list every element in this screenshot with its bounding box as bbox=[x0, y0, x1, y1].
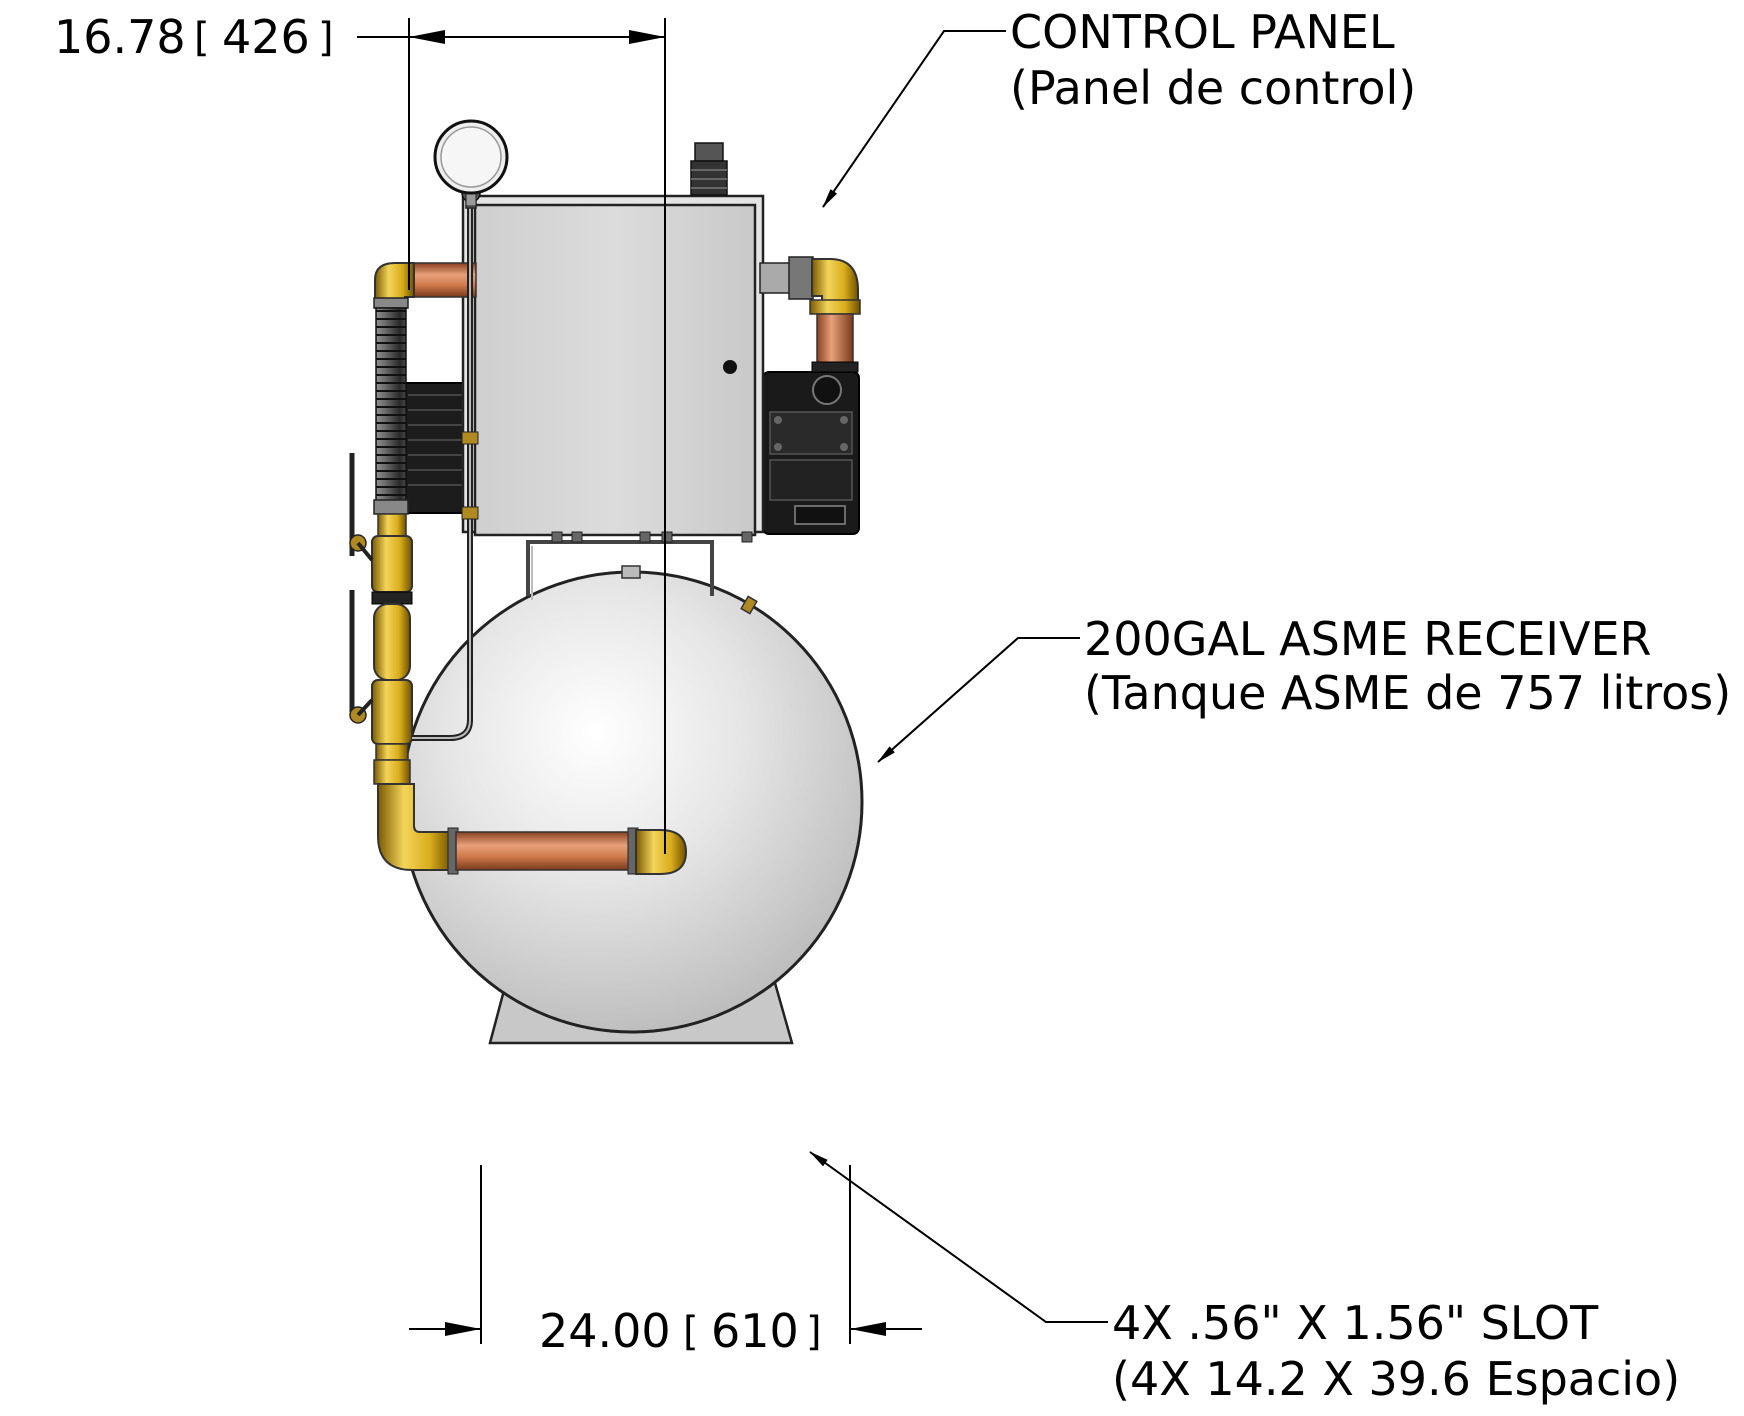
top-dimension-imperial: 16.78 bbox=[54, 10, 186, 64]
callout-slot-line1: 4X .56" X 1.56" SLOT bbox=[1112, 1296, 1599, 1350]
left-top-brass-elbow bbox=[374, 262, 415, 301]
base-dimension-imperial: 24.00 bbox=[539, 1304, 671, 1358]
gauge-line-fitting bbox=[461, 431, 479, 445]
callout-receiver-line2: (Tanque ASME de 757 litros) bbox=[1084, 666, 1731, 720]
left-union-upper bbox=[375, 743, 409, 761]
pump-label-plate bbox=[794, 505, 846, 525]
control-panel-enclosure bbox=[473, 203, 757, 537]
left-hose-clamp-bottom bbox=[373, 499, 409, 515]
left-flex-hose bbox=[375, 307, 407, 509]
callout-control-panel-line2: (Panel de control) bbox=[1010, 61, 1416, 115]
right-pump-inlet-flange bbox=[811, 361, 859, 373]
panel-door-latch bbox=[723, 360, 737, 374]
right-copper-riser bbox=[816, 313, 854, 365]
left-ball-valve-upper bbox=[371, 535, 413, 593]
dimension-arrow-left bbox=[445, 1322, 481, 1336]
pump-port-right bbox=[812, 375, 842, 405]
panel-support-frame bbox=[526, 540, 714, 596]
left-valve-nipple bbox=[377, 513, 407, 537]
tank-inlet-brass-elbow bbox=[635, 829, 688, 875]
right-pipe-nut bbox=[788, 256, 814, 300]
callout-control-panel-line1: CONTROL PANEL bbox=[1010, 5, 1395, 59]
tank-top-coupling bbox=[621, 565, 641, 579]
right-brass-elbow bbox=[811, 258, 859, 303]
base-width-dimension: 24.00 [ 610 ] bbox=[409, 1165, 922, 1358]
receiver-callout: 200GAL ASME RECEIVER (Tanque ASME de 757… bbox=[877, 612, 1731, 763]
exhaust-vent-icon bbox=[690, 142, 728, 196]
pump-fins-left bbox=[408, 394, 472, 486]
control-panel-callout: CONTROL PANEL (Panel de control) bbox=[822, 5, 1416, 208]
tank-side-fitting bbox=[740, 595, 758, 615]
callout-receiver-line1: 200GAL ASME RECEIVER bbox=[1084, 612, 1651, 666]
base-dimension-bracket-close: ] bbox=[806, 1309, 822, 1355]
callout-leader bbox=[877, 637, 1080, 763]
dimension-arrow-right bbox=[850, 1322, 886, 1336]
slot-callout: 4X .56" X 1.56" SLOT (4X 14.2 X 39.6 Esp… bbox=[809, 1151, 1680, 1406]
pressure-gauge-icon bbox=[433, 119, 509, 209]
base-dimension-bracket-open: [ bbox=[683, 1309, 699, 1355]
right-brass-collar bbox=[809, 299, 861, 315]
callout-leader bbox=[809, 1151, 1108, 1323]
gauge-sense-line-highlight bbox=[412, 206, 471, 739]
callout-slot-line2: (4X 14.2 X 39.6 Espacio) bbox=[1112, 1352, 1680, 1406]
pump-bolt bbox=[774, 443, 782, 451]
panel-conduit-fittings bbox=[551, 531, 753, 543]
left-union-lower bbox=[373, 759, 411, 785]
left-valve-handle-lower bbox=[349, 590, 374, 724]
pump-head-right bbox=[769, 411, 853, 455]
dimension-arrow-left bbox=[409, 30, 445, 44]
callout-leader bbox=[822, 30, 1006, 208]
dimension-arrow-right bbox=[629, 30, 665, 44]
left-ball-valve-lower bbox=[371, 679, 413, 745]
top-width-dimension: 16.78 [ 426 ] bbox=[54, 10, 666, 854]
pump-bolt bbox=[774, 416, 782, 424]
top-dimension-bracket-close: ] bbox=[318, 15, 334, 61]
left-top-copper-pipe bbox=[409, 262, 477, 298]
top-dimension-metric: 426 bbox=[222, 10, 310, 64]
left-valve-handle-upper bbox=[349, 453, 374, 562]
left-check-valve bbox=[373, 603, 411, 681]
left-valve-union bbox=[371, 591, 413, 605]
pump-body-right bbox=[769, 459, 853, 501]
left-hose-clamp-top bbox=[373, 297, 409, 309]
top-dimension-bracket-open: [ bbox=[194, 15, 210, 61]
pump-bolt bbox=[840, 416, 848, 424]
gauge-line-fitting bbox=[461, 506, 479, 520]
pump-bolt bbox=[840, 443, 848, 451]
base-dimension-metric: 610 bbox=[711, 1304, 799, 1358]
tank-inlet-copper-pipe bbox=[455, 831, 633, 871]
